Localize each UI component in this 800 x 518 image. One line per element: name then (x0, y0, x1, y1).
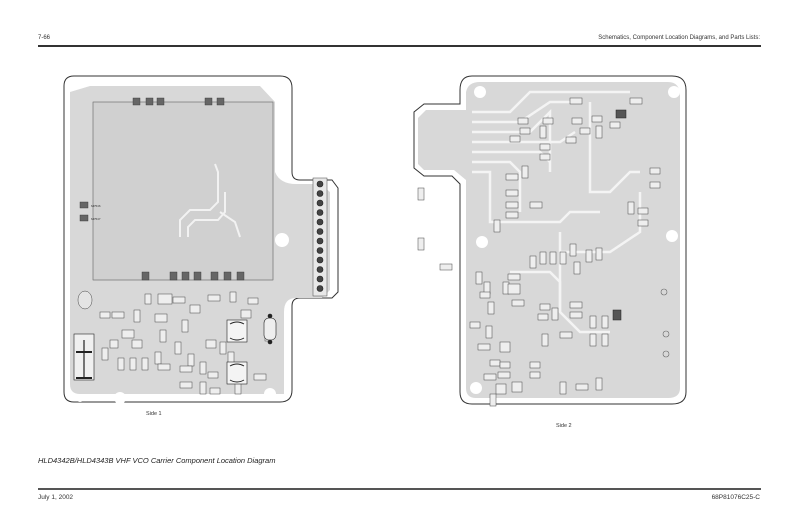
side1-connector (312, 177, 328, 297)
side1-left-pads (79, 201, 89, 222)
side1-transformer-t602 (226, 319, 248, 343)
svg-text:MP547: MP547 (91, 217, 101, 221)
footer-date: July 1, 2002 (38, 494, 74, 501)
side1-mounting-hole (275, 233, 289, 247)
footer-rule (38, 488, 761, 490)
footer-doc-number: 68P81076C25-C (711, 494, 760, 501)
side1-label: Side 1 (146, 411, 162, 417)
header-rule (38, 45, 761, 47)
side1-shield-traces (179, 163, 241, 238)
figure-caption: HLD4342B/HLD4343B VHF VCO Carrier Compon… (38, 456, 276, 465)
side1-top-pads (132, 97, 225, 106)
side1-bottom-pads (141, 271, 245, 281)
side2-label: Side 2 (556, 423, 572, 429)
side1-r562 (263, 313, 277, 345)
side1-board-diagram: MP546 MP547 (63, 75, 339, 404)
side2-mounting-holes (470, 86, 680, 394)
side1-shield-can (92, 101, 274, 281)
side2-q808 (615, 109, 627, 119)
side2-board-diagram (413, 75, 687, 407)
section-title: Schematics, Component Location Diagrams,… (598, 35, 760, 41)
side1-j541 (73, 333, 95, 381)
side2-c588 (612, 309, 622, 321)
side1-transformer-t601 (226, 361, 248, 385)
page-number: 7-66 (38, 35, 51, 41)
svg-text:MP546: MP546 (91, 204, 101, 208)
side2-components (417, 97, 661, 407)
